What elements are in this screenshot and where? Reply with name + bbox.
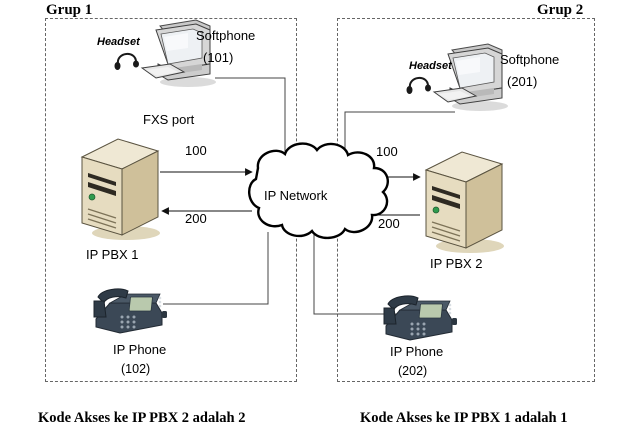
softphone-1-icon xyxy=(140,18,222,90)
headset-2-label: Headset xyxy=(409,60,452,72)
pbx2-out-code-label: 100 xyxy=(376,144,398,159)
headset-2-icon xyxy=(404,68,434,98)
ip-pbx-2-label: IP PBX 2 xyxy=(430,256,483,271)
group-1-title: Grup 1 xyxy=(46,2,93,18)
softphone-2-icon xyxy=(432,42,514,114)
softphone-2-extension: (201) xyxy=(507,74,538,89)
softphone-1-extension: (101) xyxy=(203,50,234,65)
ip-phone-1-label: IP Phone xyxy=(113,342,167,357)
ip-phone-1-extension: (102) xyxy=(121,362,151,376)
headset-1-icon xyxy=(112,44,142,74)
ip-phone-2-label: IP Phone xyxy=(390,344,444,359)
cloud-label: IP Network xyxy=(264,188,328,203)
group-2-title: Grup 2 xyxy=(537,2,584,18)
caption-left: Kode Akses ke IP PBX 2 adalah 2 xyxy=(38,410,246,426)
ip-pbx-1-icon xyxy=(74,135,166,245)
ip-pbx-2-icon xyxy=(418,148,510,258)
ip-phone-2-icon xyxy=(380,290,458,345)
headset-1-label: Headset xyxy=(97,36,140,48)
softphone-1-label: Softphone xyxy=(196,28,256,43)
ip-phone-1-icon xyxy=(90,283,168,338)
softphone-2-label: Softphone xyxy=(500,52,560,67)
pbx1-in-code-label: 200 xyxy=(185,211,207,226)
ip-phone-2-extension: (202) xyxy=(398,364,428,378)
ip-pbx-1-label: IP PBX 1 xyxy=(86,247,139,262)
pbx1-out-code-label: 100 xyxy=(185,143,207,158)
fxs-port-label: FXS port xyxy=(143,112,195,127)
caption-right: Kode Akses ke IP PBX 1 adalah 1 xyxy=(360,410,568,426)
pbx2-in-code-label: 200 xyxy=(378,216,400,231)
